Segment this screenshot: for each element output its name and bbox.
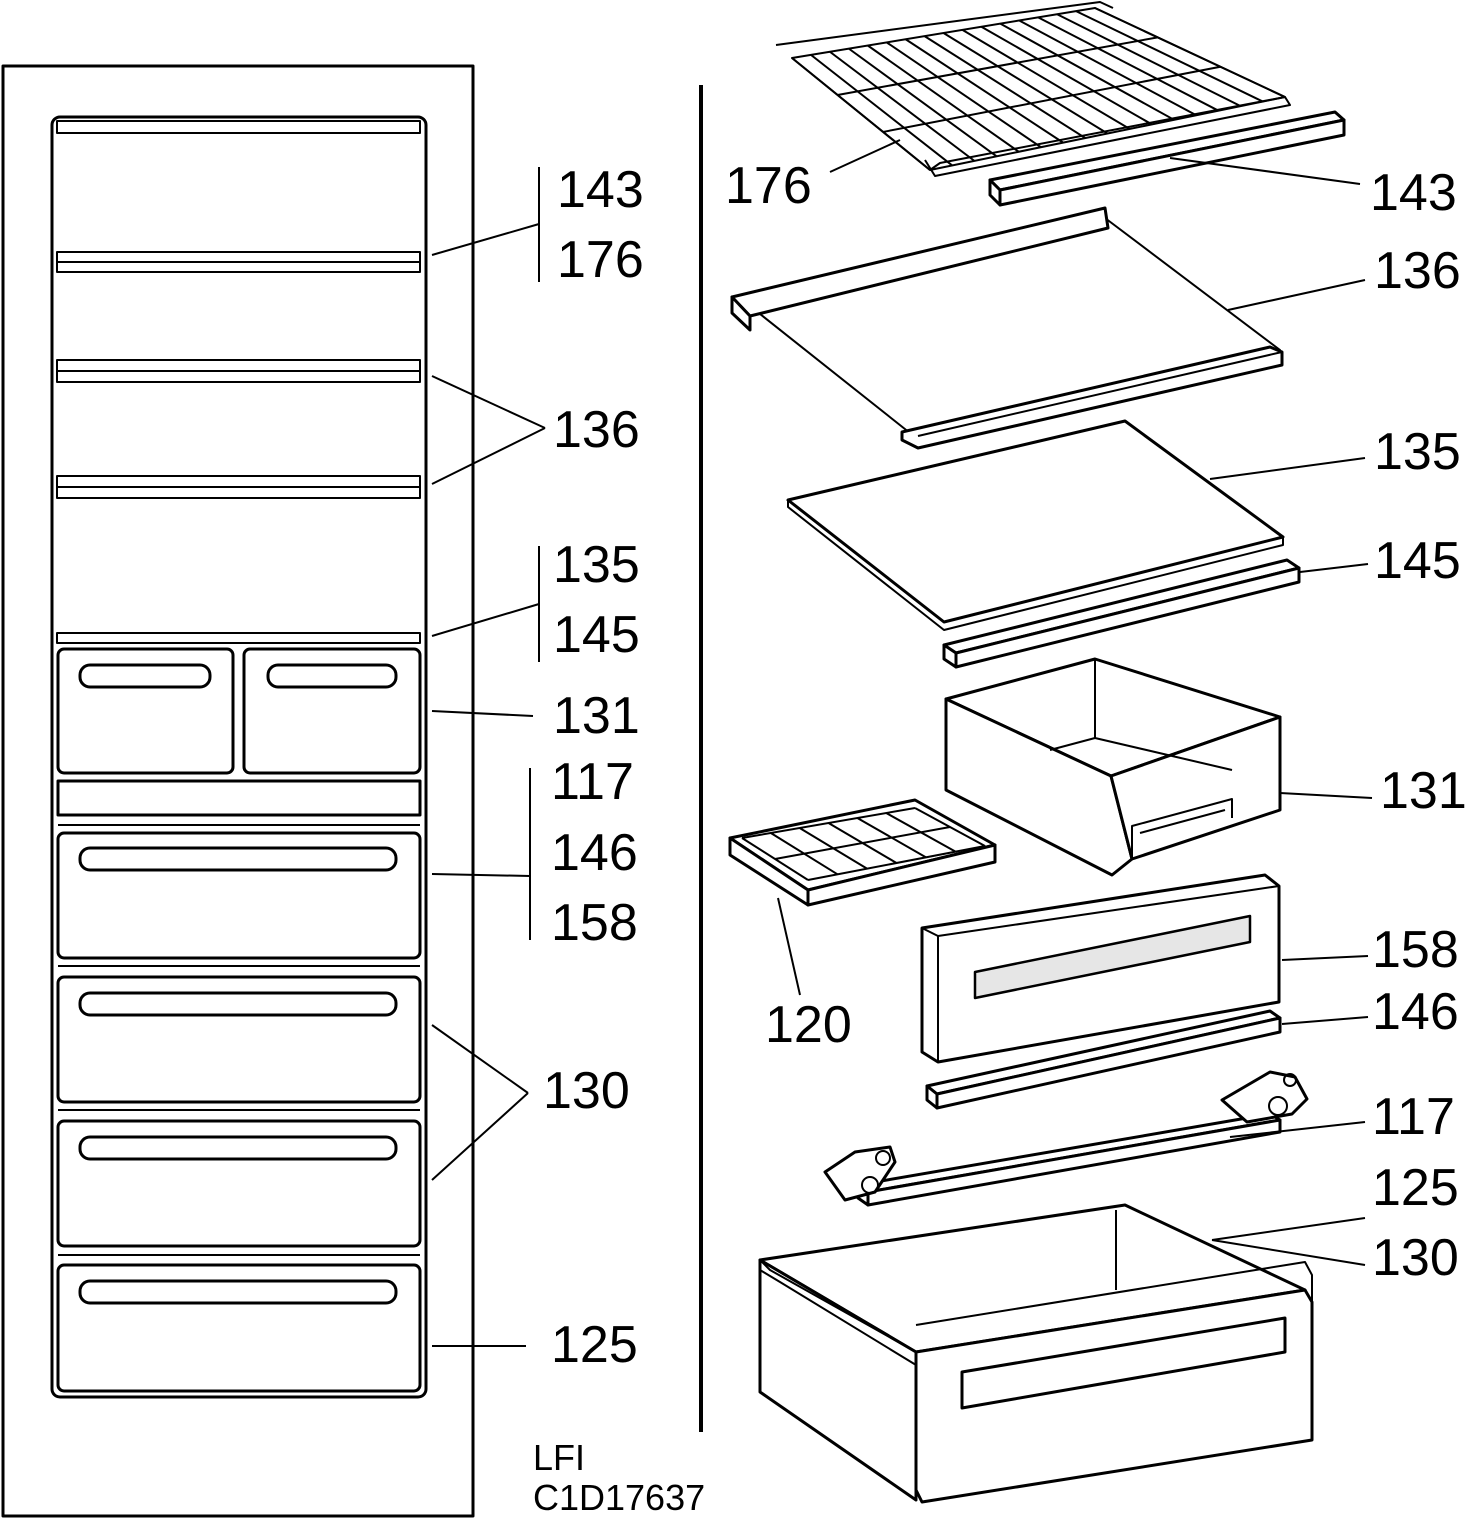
wire-rod — [1094, 7, 1286, 98]
ice-cell-divider — [807, 845, 986, 881]
label-left-146: 146 — [551, 824, 638, 882]
label-right-146: 146 — [1372, 983, 1459, 1041]
wire-rod — [829, 50, 975, 162]
label-right-120: 120 — [765, 996, 852, 1054]
ice-cell-divider — [741, 807, 916, 839]
wire-rod — [886, 41, 1042, 149]
cabinet-outline — [1, 64, 475, 1518]
front-drawer-130-upper — [56, 975, 422, 1104]
wire-rod — [924, 35, 1086, 139]
exploded-view-labels: 176 143 136 135 145 131 120 158 146 117 … — [725, 157, 1467, 1287]
label-left-145: 145 — [553, 606, 640, 664]
label-left-135: 135 — [553, 536, 640, 594]
drawer-131 — [944, 657, 1282, 877]
wire-crossbar — [882, 65, 1221, 133]
label-right-131: 131 — [1380, 762, 1467, 820]
label-left-125: 125 — [551, 1316, 638, 1374]
front-drawer-125 — [56, 1263, 422, 1393]
front-small-drawer-left — [56, 647, 235, 775]
front-drawer-130-upper-handle — [78, 991, 398, 1017]
front-ice-compartment — [56, 779, 422, 817]
wire-rod — [1075, 10, 1264, 103]
wire-rod — [810, 54, 953, 167]
wire-rod — [1018, 19, 1197, 117]
wire-rod — [1056, 13, 1242, 108]
shelf-trim-143 — [988, 110, 1346, 207]
cover-glass-135 — [786, 419, 1285, 631]
wire-rod — [961, 29, 1131, 130]
drawing-code-line1: LFI — [533, 1437, 585, 1478]
label-right-176: 176 — [725, 157, 812, 215]
rail-117 — [823, 1070, 1309, 1207]
wire-rod — [867, 44, 1020, 153]
label-left-131: 131 — [553, 687, 640, 745]
label-right-135: 135 — [1374, 423, 1461, 481]
front-drawer-125-handle — [78, 1279, 398, 1305]
drawer-trim-146 — [925, 1009, 1282, 1110]
wire-rod — [999, 22, 1175, 121]
label-right-145: 145 — [1374, 532, 1461, 590]
exploded-view-leaders — [777, 139, 1373, 1266]
label-right-158: 158 — [1372, 921, 1459, 979]
ice-cell-divider — [774, 826, 951, 860]
front-view — [1, 64, 475, 1518]
wire-shelf-176 — [775, 1, 1291, 177]
wire-rod — [905, 38, 1064, 144]
wire-crossbar — [837, 36, 1158, 96]
top-rail — [56, 120, 421, 134]
label-left-136: 136 — [553, 401, 640, 459]
label-left-176: 176 — [557, 231, 644, 289]
front-view-leaders — [431, 167, 546, 1347]
label-right-117: 117 — [1372, 1088, 1455, 1146]
label-right-125: 125 — [1372, 1159, 1459, 1217]
shelf-trim-145 — [942, 558, 1301, 669]
wire-rod — [791, 57, 931, 171]
label-left-143: 143 — [557, 161, 644, 219]
front-view-labels: 143 176 136 135 145 131 117 146 158 130 … — [543, 161, 644, 1374]
label-left-130: 130 — [543, 1062, 630, 1120]
front-drawer-130-lower — [56, 1119, 422, 1248]
front-small-drawer-right-handle — [266, 663, 398, 689]
front-drawer-130-lower-handle — [78, 1135, 398, 1161]
wire-rod — [980, 25, 1153, 126]
label-right-136: 136 — [1374, 242, 1461, 300]
front-drawer-158 — [56, 831, 422, 960]
drawer-front-158 — [920, 873, 1281, 1064]
ice-tray-120 — [728, 798, 997, 907]
label-right-143: 143 — [1370, 164, 1457, 222]
label-left-117: 117 — [551, 753, 634, 811]
front-small-drawer-left-handle — [78, 663, 212, 689]
front-small-drawer-right — [242, 647, 422, 775]
drawer-130-125 — [758, 1203, 1314, 1504]
label-left-158: 158 — [551, 894, 638, 952]
drawing-code-line2: C1D17637 — [533, 1477, 705, 1518]
wire-rod — [942, 32, 1109, 135]
front-drawer-158-handle — [78, 846, 398, 872]
wire-rod — [848, 47, 998, 158]
glass-shelf-136 — [730, 206, 1284, 450]
front-cover-shelf — [56, 632, 421, 644]
wire-rod — [1037, 16, 1219, 112]
label-right-130: 130 — [1372, 1229, 1459, 1287]
interior-liner — [50, 115, 428, 1399]
